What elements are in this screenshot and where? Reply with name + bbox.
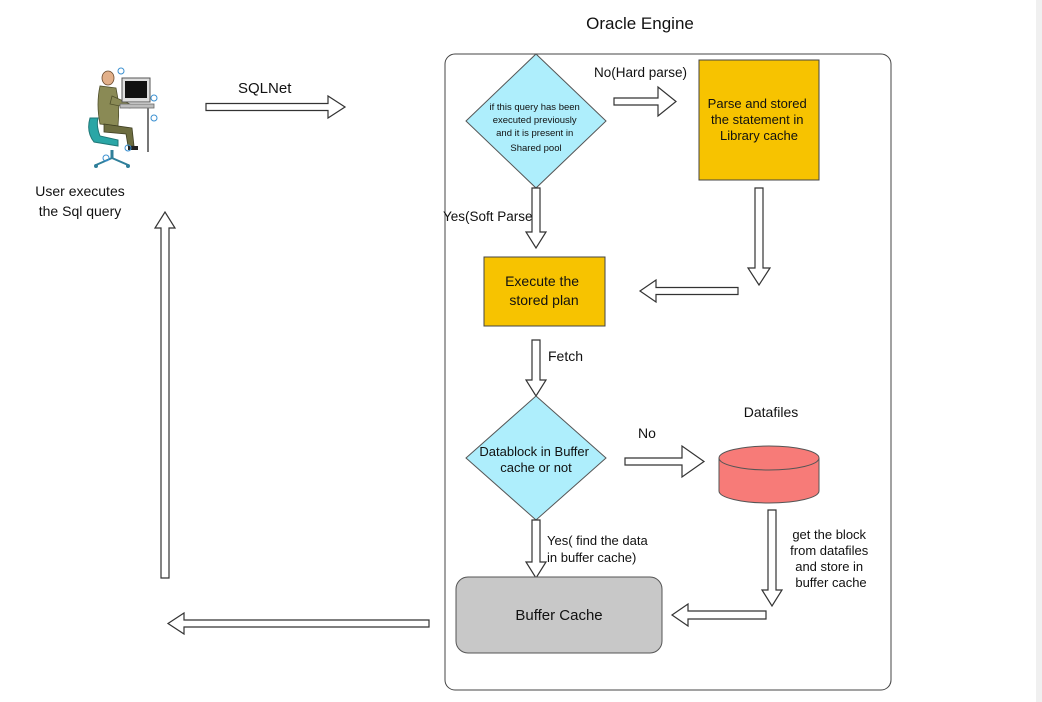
parse-store-line3: Library cache <box>720 128 798 143</box>
window-edge <box>1036 0 1042 702</box>
svg-text:get the block from datafil: get the block from datafiles and store i… <box>790 527 872 590</box>
parse-down-arrow <box>746 187 772 287</box>
parse-to-execute-arrow <box>638 278 739 304</box>
hard-parse-label: No(Hard parse) <box>594 65 687 80</box>
get-block-line1: get the block <box>792 527 866 542</box>
return-up-arrow <box>153 210 177 579</box>
svg-text:Datablock in Buffer cache: Datablock in Buffer cache or not <box>479 444 592 475</box>
datafile-to-buffer-arrow <box>670 602 767 628</box>
fetch-arrow <box>524 339 548 398</box>
parse-store-line2: the statement in <box>711 112 804 127</box>
datafiles-label: Datafiles <box>744 404 798 420</box>
parse-store-box <box>698 59 820 181</box>
return-left-arrow <box>166 611 430 636</box>
svg-text:if this query has been exe: if this query has been executed previous… <box>490 102 583 154</box>
yes-find-arrow <box>524 519 548 580</box>
shared-pool-decision-line2: executed previously <box>493 115 577 126</box>
execute-plan-line1: Execute the <box>505 273 579 289</box>
yes-find-line2: in buffer cache) <box>547 550 636 565</box>
soft-parse-arrow <box>524 187 548 250</box>
no-arrow <box>624 444 706 479</box>
get-block-line2: from datafiles <box>790 543 869 558</box>
shared-pool-decision-line3: and it is present in <box>496 128 573 139</box>
buffer-decision-line1: Datablock in Buffer <box>479 444 589 459</box>
fetch-label: Fetch <box>548 348 583 364</box>
diagram-title: Oracle Engine <box>586 14 694 33</box>
yes-find-line1: Yes( find the data <box>547 533 648 548</box>
parse-store-line1: Parse and stored <box>708 96 807 111</box>
svg-text:Yes( find the data in buff: Yes( find the data in buffer cache) <box>547 533 651 565</box>
shared-pool-decision-line4: Shared pool <box>510 143 561 154</box>
sqlnet-label: SQLNet <box>238 80 292 97</box>
hard-parse-arrow <box>613 85 677 118</box>
svg-text:Execute the stored plan: Execute the stored plan <box>505 273 583 308</box>
execute-plan-box <box>483 256 606 327</box>
get-block-line4: buffer cache <box>795 575 866 590</box>
datafile-down-arrow <box>760 509 784 608</box>
buffer-cache-label: Buffer Cache <box>515 607 602 624</box>
shared-pool-decision-line1: if this query has been <box>490 102 580 113</box>
datafiles-cylinder <box>718 445 820 504</box>
user-at-computer-icon <box>88 67 158 168</box>
oracle-engine-container <box>444 53 892 691</box>
user-caption-line2: the Sql query <box>39 203 122 219</box>
soft-parse-label: Yes(Soft Parse) <box>443 209 537 224</box>
execute-plan-line2: stored plan <box>509 292 578 308</box>
svg-text:Parse and stored the state: Parse and stored the statement in Librar… <box>708 96 811 143</box>
get-block-line3: and store in <box>795 559 863 574</box>
buffer-decision-line2: cache or not <box>500 460 572 475</box>
user-caption-line1: User executes <box>35 183 124 199</box>
sqlnet-arrow <box>205 94 347 120</box>
no-label: No <box>638 425 656 441</box>
buffer-cache-box <box>455 576 663 654</box>
